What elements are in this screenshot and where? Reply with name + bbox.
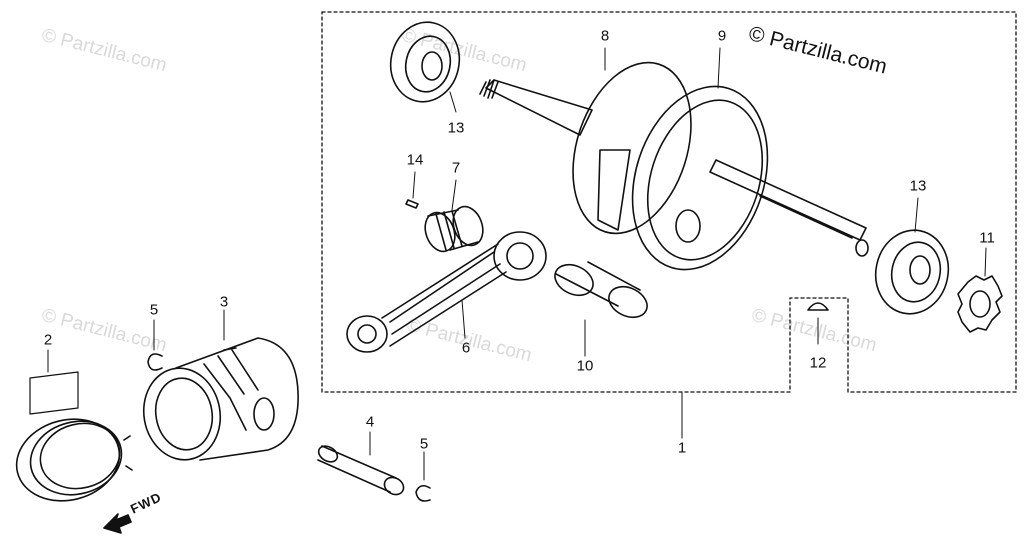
callout-1: 1 [677, 439, 687, 457]
callout-2: 2 [43, 331, 53, 349]
callout-8: 8 [600, 27, 610, 45]
callout-9: 9 [717, 27, 727, 45]
woodruff-key [807, 302, 829, 311]
callout-5-lower: 5 [419, 435, 429, 453]
connecting-rod [346, 231, 547, 353]
piston-pin [317, 445, 405, 496]
crankshaft [479, 61, 869, 271]
callout-13-upper: 13 [447, 119, 465, 137]
piston-rings [15, 371, 133, 502]
piston-pin-clip-upper [147, 353, 163, 371]
bearing-right [874, 229, 950, 315]
leader-lines [47, 47, 987, 481]
piston-pin-clip-lower [415, 484, 431, 502]
crank-pin [554, 261, 648, 319]
bearing-upper [389, 21, 461, 103]
callout-14: 14 [406, 151, 424, 169]
callout-12: 12 [809, 354, 827, 372]
callout-10: 10 [576, 357, 594, 375]
callout-4: 4 [365, 413, 375, 431]
assembly-boundary [321, 11, 1017, 393]
fwd-arrow [103, 513, 132, 534]
piston [142, 337, 299, 461]
callout-7: 7 [451, 159, 461, 177]
callout-11: 11 [979, 229, 995, 247]
callout-5-upper: 5 [149, 301, 159, 319]
timing-gear [957, 275, 1003, 333]
crank-pin-clip [405, 199, 419, 209]
callout-13-right: 13 [909, 177, 927, 195]
callout-3: 3 [219, 293, 229, 311]
callout-6: 6 [461, 339, 471, 357]
needle-bearing [424, 205, 484, 253]
